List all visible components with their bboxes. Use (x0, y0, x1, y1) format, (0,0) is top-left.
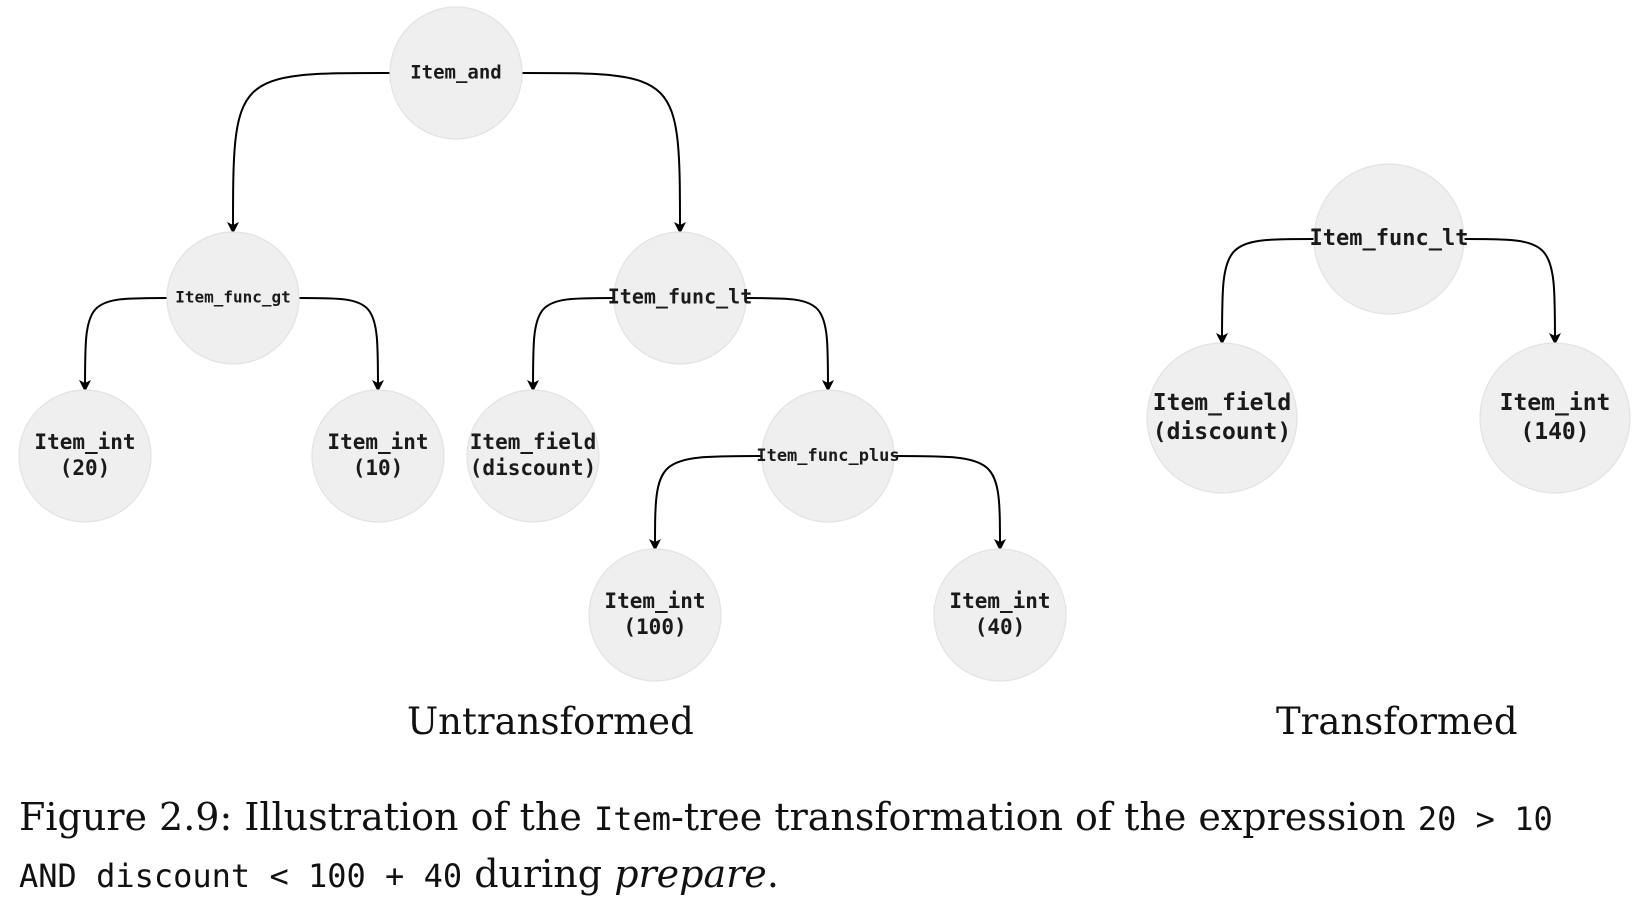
untransformed-edge-and-to-lt (521, 72, 686, 234)
untransformed-node-field-label-2: (discount) (470, 456, 596, 480)
untransformed-node-int20-label-1: Item_int (34, 430, 135, 454)
transformed-node-int140-label-1: Item_int (1500, 390, 1611, 416)
untransformed-node-int100-circle (588, 548, 722, 682)
untransformed-node-field-circle (466, 389, 600, 523)
transformed-node-field: Item_field (discount) (1146, 342, 1298, 494)
caption-middle: -tree transformation of the expression (671, 795, 1418, 839)
untransformed-node-and: Item_and (389, 6, 523, 140)
transformed-node-lt-circle (1313, 163, 1465, 315)
untransformed-node-lt-circle (613, 231, 747, 365)
untransformed-node-gt-circle (166, 231, 300, 365)
untransformed-node-and-circle (389, 6, 523, 140)
untransformed-node-plus-circle (761, 389, 895, 523)
transformed-node-lt-label-1: Item_func_lt (1310, 226, 1469, 251)
untransformed-node-int20-label-2: (20) (60, 456, 111, 480)
untransformed-node-int40-circle (933, 548, 1067, 682)
caption-prefix: Figure 2.9: Illustration of the (19, 795, 594, 839)
item-tree-diagram: Item_andItem_func_gtItem_int(20)Item_int… (18, 6, 1631, 682)
untransformed-edge-plus-to-int100 (649, 455, 763, 551)
caption-prepare-word: prepare (614, 852, 767, 896)
untransformed-node-gt: Item_func_gt (166, 231, 300, 365)
caption-expression-part1: 20 > 10 (1417, 800, 1553, 838)
untransformed-node-field-label-1: Item_field (470, 430, 596, 454)
transformed-edge-lt-to-int140 (1463, 238, 1561, 345)
untransformed-node-int20-circle (18, 389, 152, 523)
untransformed-node-gt-label-1: Item_func_gt (175, 288, 291, 307)
untransformed-edge-and-to-gt (227, 72, 391, 234)
untransformed-node-int10-circle (311, 389, 445, 523)
transformed-node-field-circle (1146, 342, 1298, 494)
untransformed-node-int40: Item_int(40) (933, 548, 1067, 682)
untransformed-node-int10-label-2: (10) (353, 456, 404, 480)
caption-period: . (766, 852, 779, 896)
untransformed-node-int40-label-1: Item_int (949, 589, 1050, 613)
untransformed-node-int100-label-1: Item_int (604, 589, 705, 613)
untransformed-node-plus-label-1: Item_func_plus (756, 446, 899, 466)
transformed-node-int140: Item_int (140) (1479, 342, 1631, 494)
transformed-node-field-label-1: Item_field (1153, 390, 1291, 416)
transformed-node-field-label-2: (discount) (1153, 419, 1291, 445)
untransformed-node-int40-label-2: (40) (975, 615, 1026, 639)
figure-caption: Figure 2.9: Illustration of the Item-tre… (19, 790, 1629, 904)
untransformed-node-lt-label-1: Item_func_lt (608, 285, 753, 309)
untransformed-node-field: Item_field(discount) (466, 389, 600, 523)
untransformed-subtitle: Untransformed (407, 700, 694, 743)
untransformed-node-int100: Item_int(100) (588, 548, 722, 682)
transformed-node-int140-label-2: (140) (1520, 419, 1589, 445)
caption-item-code: Item (593, 800, 671, 838)
untransformed-edge-plus-to-int40 (893, 455, 1006, 551)
untransformed-edge-gt-to-int20 (79, 297, 168, 392)
transformed-node-int140-circle (1479, 342, 1631, 494)
untransformed-edge-lt-to-field (527, 297, 615, 392)
transformed-subtitle: Transformed (1276, 700, 1518, 743)
untransformed-node-int20: Item_int(20) (18, 389, 152, 523)
untransformed-node-lt: Item_func_lt (608, 231, 753, 365)
transformed-node-lt: Item_func_lt (1310, 163, 1469, 315)
caption-during: during (462, 852, 615, 896)
untransformed-node-int10-label-1: Item_int (327, 430, 428, 454)
untransformed-edge-gt-to-int10 (298, 297, 384, 392)
transformed-edge-lt-to-field (1216, 238, 1315, 345)
untransformed-node-int100-label-2: (100) (623, 615, 686, 639)
untransformed-node-int10: Item_int(10) (311, 389, 445, 523)
untransformed-node-plus: Item_func_plus (756, 389, 900, 523)
untransformed-edge-lt-to-plus (745, 297, 834, 392)
caption-expression-part2: AND discount < 100 + 40 (19, 857, 463, 895)
untransformed-node-and-label-1: Item_and (410, 62, 502, 84)
